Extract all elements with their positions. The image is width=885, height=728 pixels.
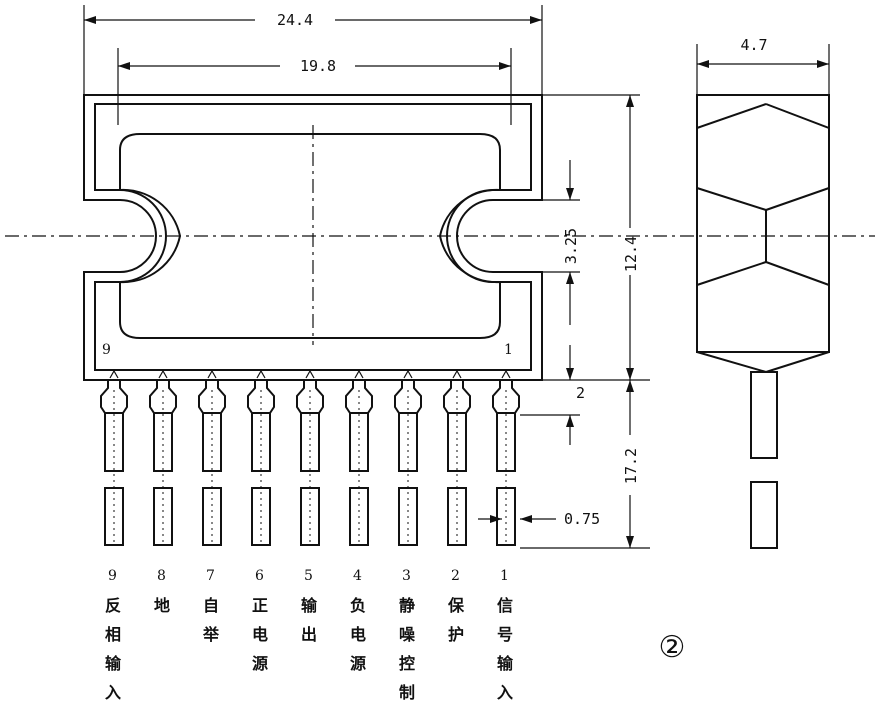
pin-function-char: 输 [105, 654, 122, 673]
pin-function-char: 噪 [399, 625, 416, 644]
pin-function-char: 输 [301, 596, 318, 615]
dim-inner-width: 19.8 [117, 48, 512, 125]
pin-function-char: 源 [252, 654, 268, 673]
dim-vertical-set [520, 94, 650, 549]
lead-pin-7 [198, 369, 226, 546]
lead-pin-3 [394, 369, 422, 546]
pin-function-char: 电 [350, 625, 366, 644]
dim-hole-offset-label: 3.25 [562, 228, 580, 264]
pin-function-char: 入 [105, 683, 121, 702]
pin-function-char: 入 [497, 683, 513, 702]
lead-pin-5 [296, 369, 324, 546]
pin-number-2: 2 [451, 568, 460, 584]
dim-lead-length-label: 17.2 [622, 448, 640, 484]
dim-overall-width-label: 24.4 [277, 11, 313, 29]
dim-lead-offset-label: 2 [576, 384, 585, 402]
pin-function-char: 控 [399, 654, 415, 673]
pin-number-6: 6 [255, 568, 264, 584]
lead-pin-1 [492, 369, 520, 546]
pin-function-char: 护 [448, 625, 464, 644]
pin-function-char: 出 [301, 625, 317, 644]
body-pin-mark-9: 9 [102, 342, 111, 358]
body-pin-mark-1: 1 [504, 342, 513, 358]
pin-number-7: 7 [206, 568, 215, 584]
pin-function-char: 电 [252, 625, 268, 644]
lead-pin-2 [443, 369, 471, 546]
pin-function-char: 保 [447, 596, 465, 615]
pin-number-8: 8 [157, 568, 166, 584]
lead-pin-9 [100, 369, 128, 546]
pin-function-char: 号 [497, 625, 513, 644]
pin-number-5: 5 [304, 568, 313, 584]
dim-lead-width-label: 0.75 [564, 510, 600, 528]
pin-number-4: 4 [353, 568, 362, 584]
leads-group [100, 369, 520, 546]
dim-body-height-label: 12.4 [622, 236, 640, 272]
dim-inner-width-label: 19.8 [300, 57, 336, 75]
pin-function-char: 举 [202, 625, 220, 644]
pin-function-char: 制 [399, 683, 415, 702]
lead-pin-4 [345, 369, 373, 546]
pin-function-char: 自 [203, 596, 219, 615]
pin-function-char: 信 [497, 596, 513, 615]
pin-function-char: 相 [105, 625, 121, 644]
pin-number-3: 3 [402, 568, 411, 584]
lead-pin-8 [149, 369, 177, 546]
pin-function-char: 反 [105, 596, 121, 615]
pin-function-char: 地 [154, 596, 170, 615]
dim-overall-width: 24.4 [83, 5, 543, 95]
package-side-view: 4.7 [696, 36, 830, 549]
pin-function-char: 静 [399, 596, 415, 615]
dim-thickness-label: 4.7 [740, 36, 767, 54]
pin-number-9: 9 [108, 568, 117, 584]
pin-function-char: 负 [350, 596, 366, 615]
package-body [83, 94, 543, 381]
pin-function-char: 输 [497, 654, 514, 673]
pin-function-char: 源 [350, 654, 366, 673]
lead-pin-6 [247, 369, 275, 546]
figure-mark: ② [659, 630, 686, 665]
pin-number-1: 1 [500, 568, 509, 584]
pin-function-char: 正 [252, 596, 268, 615]
